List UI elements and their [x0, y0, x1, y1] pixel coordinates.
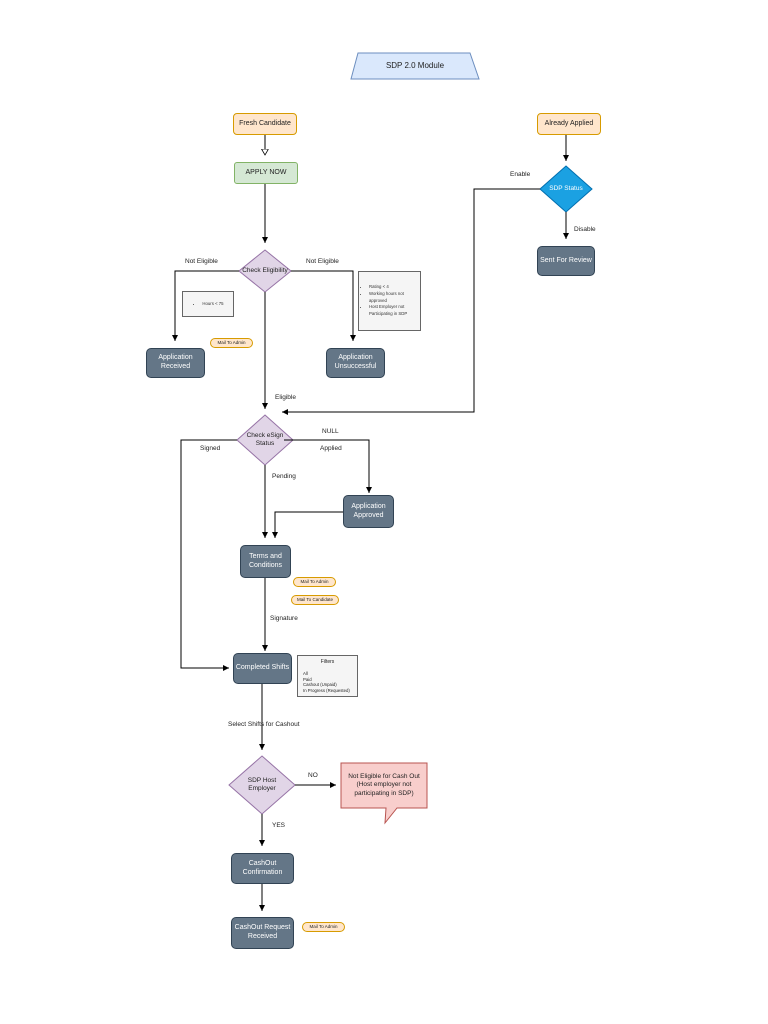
- mail-to-candidate-pill: Mail To Candidate: [291, 595, 339, 605]
- ineligible-reason-item: Host Employer not Participating in SDP: [369, 304, 420, 318]
- application-received-node[interactable]: Application Received: [146, 348, 205, 378]
- hours-note-item: Hours < 75: [202, 301, 223, 308]
- edge-label-null: NULL: [322, 428, 339, 435]
- edge-label-signature: Signature: [270, 615, 298, 622]
- edge-label-eligible: Eligible: [275, 394, 296, 401]
- edge-label-not-eligible-left: Not Eligible: [185, 258, 218, 265]
- sdp-host-employer-label[interactable]: SDP Host Employer: [247, 776, 277, 792]
- check-eligibility-label[interactable]: Check Eligibility: [242, 266, 288, 274]
- completed-shifts-node[interactable]: Completed Shifts: [233, 653, 292, 684]
- mail-to-admin-pill: Mail To Admin: [210, 338, 253, 348]
- edge-esign-signed-to-completed: [180, 439, 237, 671]
- hours-note-list: Hours < 75: [192, 301, 223, 308]
- filter-item: Paid: [303, 676, 312, 682]
- edge-label-not-eligible-right: Not Eligible: [306, 258, 339, 265]
- mail-to-admin-pill: Mail To Admin: [302, 922, 345, 932]
- edge-eligibility-to-unsuccessful: [291, 270, 356, 341]
- sdp-status-label[interactable]: SDP Status: [549, 184, 583, 192]
- filter-item: Cashout (Unpaid): [303, 682, 337, 688]
- edge-label-no: NO: [308, 772, 318, 779]
- edge-label-yes: YES: [272, 822, 286, 829]
- check-esign-status-label[interactable]: Check eSign Status: [246, 431, 284, 447]
- edge-label-select-shifts: Select Shifts for Cashout: [228, 721, 300, 728]
- title-shape: [350, 52, 480, 80]
- filter-item: All: [303, 670, 308, 676]
- edge-approved-to-terms: [272, 511, 343, 538]
- ineligible-reason-item: Working hours not approved: [369, 291, 420, 305]
- ineligible-reason-item: Rating < 4: [369, 284, 420, 291]
- ineligible-reasons-note: Rating < 4 Working hours not approved Ho…: [358, 271, 421, 331]
- fresh-candidate-node[interactable]: Fresh Candidate: [233, 113, 297, 135]
- edge-label-enable: Enable: [510, 171, 531, 178]
- application-unsuccessful-node[interactable]: Application Unsuccessful: [326, 348, 385, 378]
- hours-note: Hours < 75: [182, 291, 234, 317]
- edge-esign-applied-to-approved: [284, 439, 372, 493]
- edge-label-applied: Applied: [320, 445, 342, 452]
- filters-note: Filters All Paid Cashout (Unpaid) In Pro…: [297, 655, 358, 697]
- edge-label-pending: Pending: [272, 473, 296, 480]
- filters-title: Filters: [320, 659, 335, 665]
- already-applied-node[interactable]: Already Applied: [537, 113, 601, 135]
- sent-for-review-node[interactable]: Sent For Review: [537, 246, 595, 276]
- edge-label-disable: Disable: [574, 226, 596, 233]
- not-eligible-callout-shape: [340, 762, 428, 825]
- cashout-confirmation-node[interactable]: CashOut Confirmation: [231, 853, 294, 884]
- edge-eligibility-to-received: [172, 270, 239, 341]
- terms-and-conditions-node[interactable]: Terms and Conditions: [240, 545, 291, 578]
- page-title: SDP 2.0 Module: [385, 61, 445, 70]
- application-approved-node[interactable]: Application Approved: [343, 495, 394, 528]
- filter-item: In Progress (Requested): [303, 688, 350, 694]
- not-eligible-cash-out-label[interactable]: Not Eligible for Cash Out (Host employer…: [348, 773, 420, 797]
- mail-to-admin-pill: Mail To Admin: [293, 577, 336, 587]
- cashout-request-received-node[interactable]: CashOut Request Received: [231, 917, 294, 949]
- edge-label-signed: Signed: [200, 445, 221, 452]
- edge-sdp-enable-to-esign: [282, 188, 540, 415]
- ineligible-reasons-list: Rating < 4 Working hours not approved Ho…: [359, 284, 420, 318]
- apply-now-node[interactable]: APPLY NOW: [234, 162, 298, 184]
